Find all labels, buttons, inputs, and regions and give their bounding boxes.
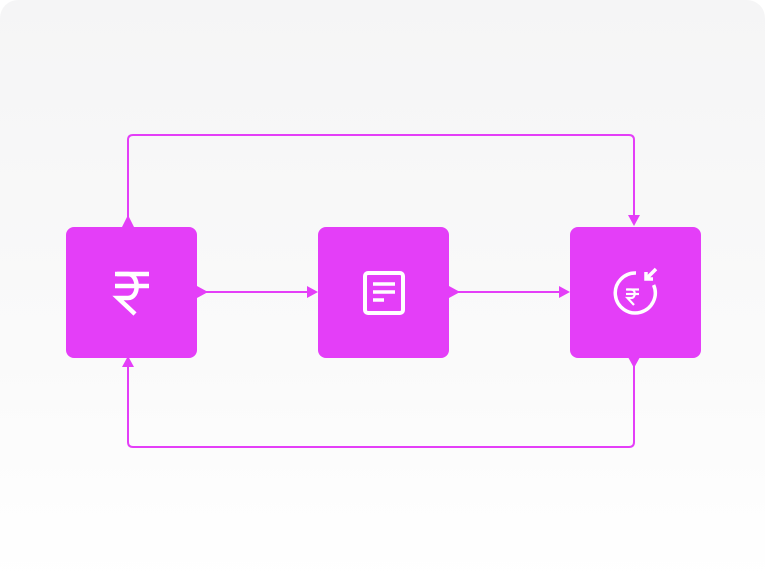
document-lines-icon (360, 269, 408, 317)
arrowhead-end-marker (628, 215, 640, 226)
invoice-node[interactable] (318, 227, 449, 358)
arrowhead-start-marker (449, 286, 460, 298)
arrowhead-end-marker (559, 286, 570, 298)
connector-bottom-loop (122, 356, 640, 448)
arrowhead-start-marker (122, 215, 134, 227)
refund-node[interactable] (570, 227, 701, 358)
arrowhead-start-marker (197, 286, 208, 298)
arrowhead-end-marker (122, 356, 134, 367)
connector-payment-to-invoice (197, 286, 318, 298)
rupee-icon (108, 269, 156, 317)
connector-top-loop (122, 134, 640, 227)
arrowhead-start-marker (628, 357, 640, 368)
connector-invoice-to-refund (449, 286, 570, 298)
rupee-refund-icon (606, 263, 666, 323)
payment-node[interactable] (66, 227, 197, 358)
arrowhead-end-marker (307, 286, 318, 298)
